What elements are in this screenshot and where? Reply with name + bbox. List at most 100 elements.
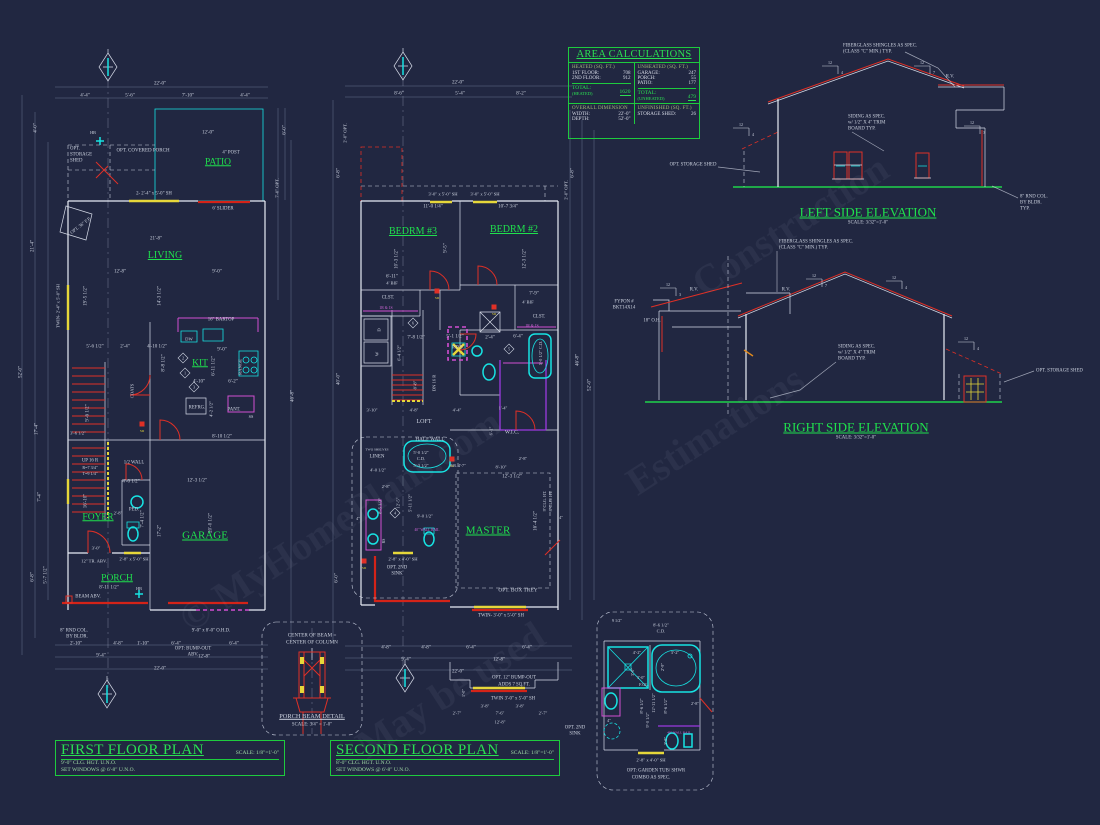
dim-label: 3'-0" [636,674,646,680]
dim-label: PANT. [227,407,241,413]
dim-label: 4'-4" [80,93,90,99]
second-floor-note-2: SET WINDOWS @ 6'-8" U.N.O. [336,767,410,774]
dim-label: 40" WALL RAIL [667,730,691,735]
dim-label: 40'-0" [336,372,342,386]
unheated-header: UNHEATED (SQ. FT.) [637,65,688,70]
dim-label: R=7 3/4" [82,464,98,470]
dim-label: BY BLDR. [1020,200,1042,206]
dim-label: 1/2 WALL [123,460,145,466]
dim-label: HB [136,585,142,591]
dim-label: 8" RND COL. [1020,194,1048,200]
dim-label: 8'-10" [495,464,507,470]
unfinished-section: UNFINISHED (SQ. FT.) STORAGE SHED:26 [633,104,700,124]
symbol-label: SD [140,429,145,433]
dim-label: SHED [70,158,83,164]
dim-label: 22'-0" [153,666,167,672]
dim-label: 5'-3 1/2" [413,462,429,468]
table-row: STORAGE SHED:26 [637,112,697,117]
dim-label: SIDING AS SPEC. [848,114,886,120]
dim-label: 4'-4" [240,93,250,99]
dim-label: FYPON # [614,299,634,305]
symbol-label: SD [435,296,440,300]
dim-label: 7'-9" [529,291,539,297]
symbol-label: SD [362,566,367,570]
dim-label: 2'-8" [381,483,391,489]
dim-label: 3'-8" [515,703,525,709]
first-floor-title: FIRST FLOOR PLAN [61,742,204,758]
dim-label: RS [382,538,387,544]
symbol-label: SD [450,464,455,468]
dim-label: 6'-11" [386,274,398,280]
dim-label: ADDS 7 SQ.FT. [498,682,530,688]
dim-label: 12'-0" [201,130,215,136]
dim-label: 8'-10 1/2" [212,434,232,440]
table-row: DEPTH:52'-0" [572,117,631,122]
dim-label: R.V. [689,287,699,293]
dim-label: OPT. [70,146,80,152]
dim-label: OPT. 2ND [386,565,408,571]
dim-label: 9'-0" [217,347,227,353]
dim-label: 8'-6 1/2" [662,698,668,714]
first-floor-note-1: 9'-0" CLG. HGT. U.N.O. [61,760,117,766]
dim-label: 5'-0 1/2" [413,449,429,455]
dim-label: OPT. COVERED PORCH [116,148,170,154]
room-or-title-label: PATIO [204,157,232,168]
room-or-title-label: LEFT SIDE ELEVATION [799,204,937,220]
dim-label: BY BLDR. [66,634,88,640]
dim-label: 21'-4" [30,239,36,253]
second-floor-note-1: 8'-0" CLG. HGT. U.N.O. [336,760,392,766]
dim-label: 3'-0" [662,736,668,746]
dim-label: 12'-8" [197,654,211,660]
dim-label: OPT. STORAGE SHED [669,162,717,168]
symbol-label: 4 [394,511,397,516]
area-table-title: AREA CALCULATIONS [569,48,699,63]
dim-label: 4'-2" [632,649,642,655]
dim-label: 4' BIF [386,280,398,286]
dim-label: 22'-0" [451,669,465,675]
dim-label: 2'-10" [69,641,83,647]
dim-label: 1'-10" [136,641,150,647]
dim-label: 7'-6" [495,710,505,716]
dim-label: CENTER OF COLUMN [286,639,338,646]
dim-label: OPT: GARDEN TUB/ SHWR [626,768,686,774]
dim-label: 6'-1" [488,426,494,436]
dim-label: 8'-8 1/2" [161,354,167,372]
dim-label: 12'-8" [494,719,506,725]
dim-label: 1'-0" [460,688,466,698]
dim-label: OPT. 2ND [564,725,586,731]
dim-label: 5'-1 1/2" [446,334,464,340]
dim-label: 9'-4" [401,657,411,663]
dim-label: 12'-8" [492,657,506,663]
symbol-label: 12 [964,336,968,341]
dim-label: 2'-0" OPT. [342,123,348,143]
room-or-title-label: MASTER [465,524,511,537]
dim-label: 8' CLG. HT. [547,490,553,512]
dim-label: 22'-0" [153,81,167,87]
room-or-title-label: LIVING [147,250,183,261]
dim-label: 2'-0" OPT. [563,180,569,200]
dim-label: 12'-3 1/2" [187,478,207,484]
dim-label: 4'-0 1/2" [122,479,140,485]
symbol-label: 7 [825,283,827,288]
dim-label: 8'-6" [394,91,404,97]
dim-label: 4'-10" [192,379,206,385]
dim-label: 1R & 1S [379,306,393,311]
dim-label: 7'-0" OPT. [274,178,280,198]
dim-label: CLST. [532,314,546,320]
dim-label: FIBERGLASS SHINGLES AS SPEC. [843,43,918,49]
dim-label: SS [248,413,254,419]
dim-label: F.GL. [639,681,649,687]
dim-label: 9'-0" [212,269,222,275]
dim-label: 6'-4" [229,641,239,647]
dim-label: 8'-6 1/2" [638,698,644,714]
dim-label: 4" POST [222,150,240,156]
dim-label: 3'-6 1/2" [70,430,86,436]
left-side-elevation-drawing [718,52,1018,198]
dim-label: 52'-0" [18,365,24,379]
dim-label: 6'-0" [334,573,340,583]
dim-label: 8'-8" [412,380,418,390]
dim-label: 9'-0 1/2" [417,513,433,519]
dim-label: 9 1/2" [611,617,623,623]
